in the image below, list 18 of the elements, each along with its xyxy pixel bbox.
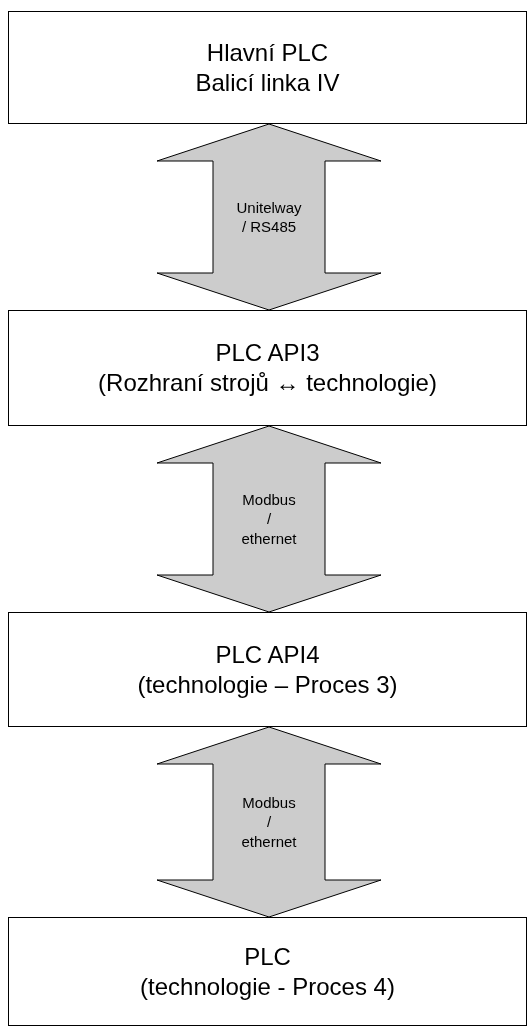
edge-label: Modbus / ethernet	[241, 792, 297, 852]
box-title: PLC	[244, 941, 291, 972]
box-subtitle: (technologie - Proces 4)	[140, 971, 395, 1002]
box-title: PLC API4	[215, 639, 320, 670]
plc-box	[8, 917, 527, 1026]
double-arrow	[156, 726, 382, 918]
box-subtitle: Balicí linka IV	[195, 67, 340, 98]
box-title: PLC API3	[215, 338, 320, 368]
plc-box	[8, 310, 527, 426]
double-arrow	[156, 425, 382, 613]
double-arrow	[156, 123, 382, 311]
plc-box	[8, 612, 527, 727]
edge-label: Unitelway / RS485	[236, 197, 302, 237]
edge-label: Modbus / ethernet	[241, 489, 297, 549]
box-subtitle: (technologie – Proces 3)	[137, 669, 398, 700]
box-subtitle: (Rozhraní strojů ↔ technologie)	[98, 368, 437, 398]
box-title: Hlavní PLC	[206, 37, 329, 68]
plc-box	[8, 11, 527, 124]
